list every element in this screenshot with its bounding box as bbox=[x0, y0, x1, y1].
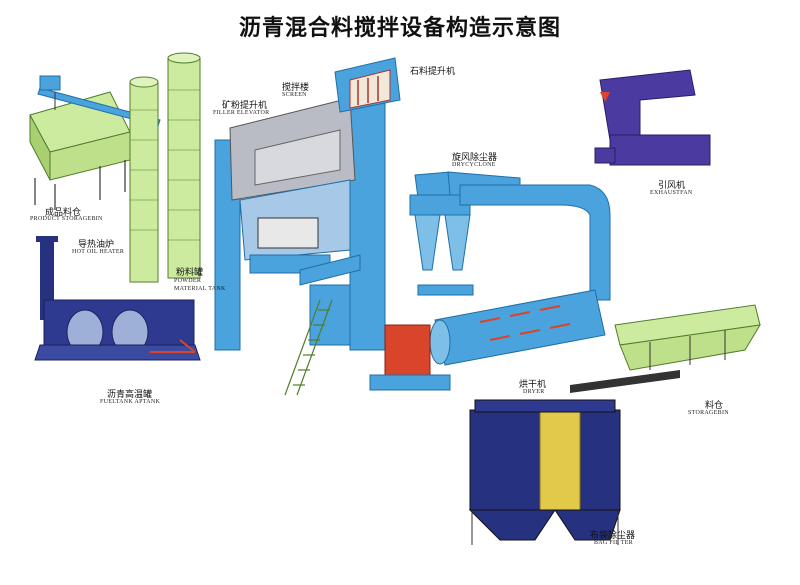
dryer-drum bbox=[370, 290, 605, 390]
material-silos bbox=[130, 53, 200, 282]
label-hot-oil-heater-en: HOT OIL HEATER bbox=[72, 249, 124, 255]
label-exhaust-fan-en: EXHAUSTFAN bbox=[650, 190, 693, 196]
label-storagebin-en: STORAGEBIN bbox=[688, 410, 729, 416]
label-material-tank-en: POWDER MATERIAL TANK bbox=[174, 277, 234, 293]
label-bag-filter-en: BAG FIL TER bbox=[594, 540, 633, 546]
label-product-storagebin-en: PRODUCT STORAGEBIN bbox=[30, 216, 103, 222]
label-screen-en: SCREEN bbox=[282, 92, 307, 98]
dry-cyclone bbox=[410, 172, 610, 300]
bag-filter bbox=[470, 400, 620, 545]
label-dryer-en: DRYER bbox=[523, 389, 545, 395]
label-filler-elevator-en: FILLER ELEVATOR bbox=[213, 110, 269, 116]
label-fueltank-en: FUELTANK APTANK bbox=[100, 399, 160, 405]
label-dry-cyclone-en: DRYCYCLONE bbox=[452, 162, 496, 168]
exhaust-fan bbox=[595, 70, 710, 165]
label-stone-elevator: 石料提升机 bbox=[410, 64, 455, 77]
